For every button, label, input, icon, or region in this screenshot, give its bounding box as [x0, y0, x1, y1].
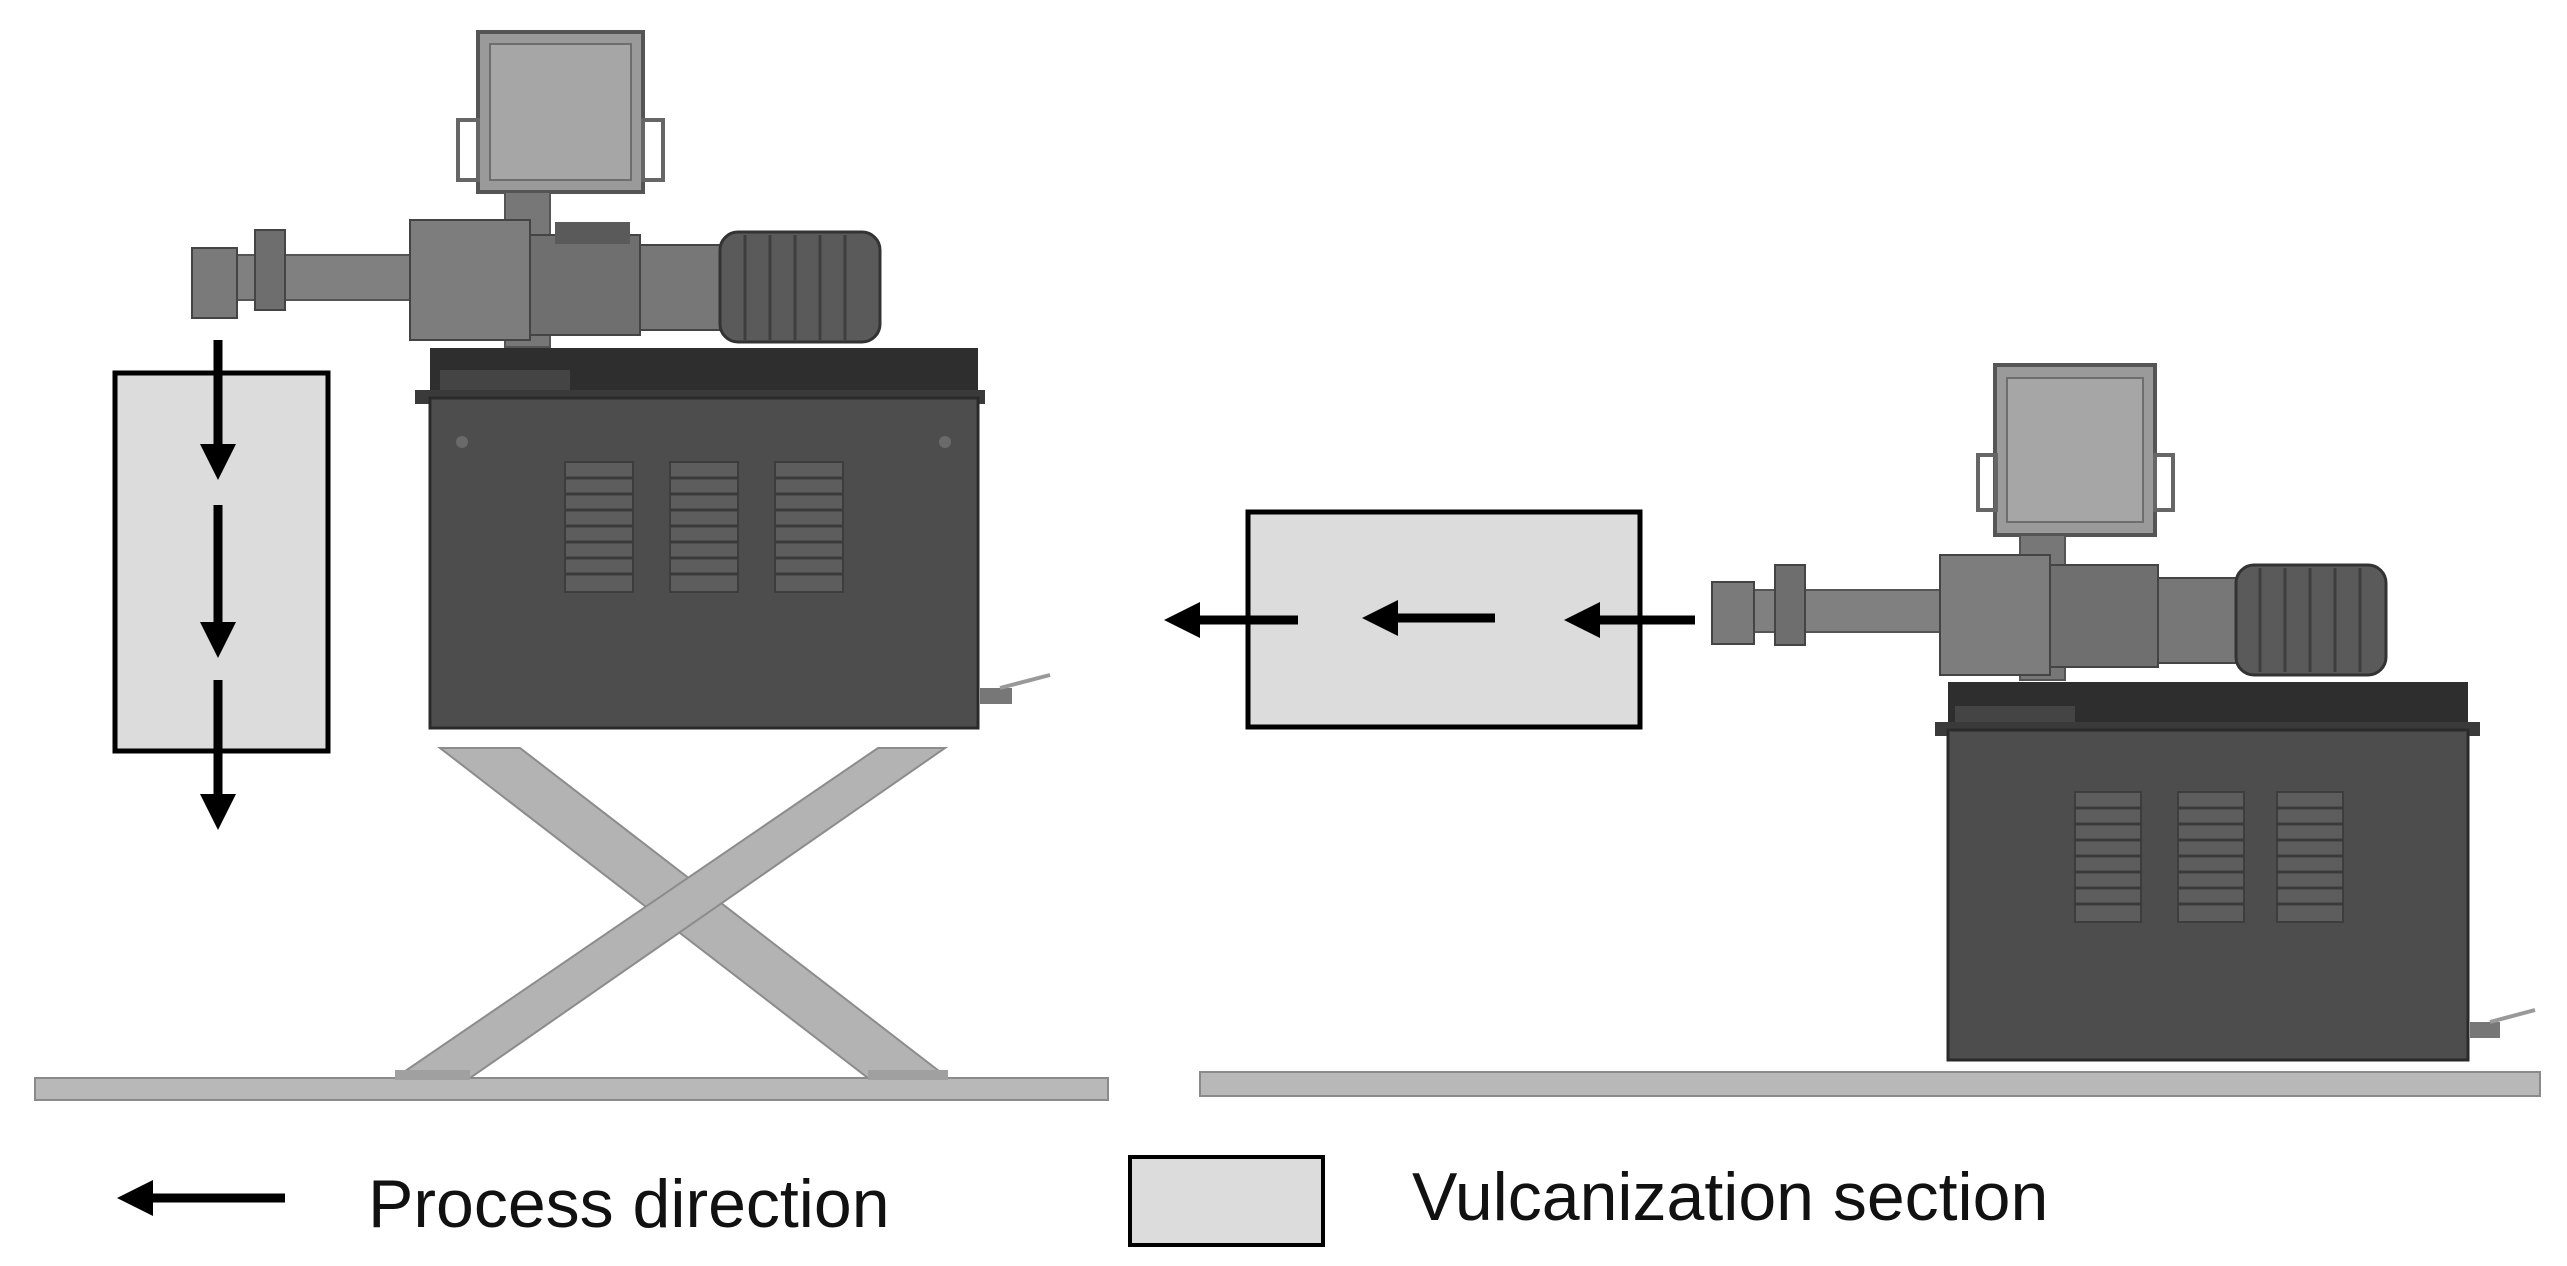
left-extruder: [191, 30, 882, 348]
right-machine-cabinet: [1935, 682, 2536, 1062]
right-extruder: [1711, 363, 2388, 681]
legend-vulcanization-section-label: Vulcanization section: [1412, 1159, 2049, 1235]
right-setup: [1164, 363, 2541, 1097]
left-machine-cabinet: [415, 348, 1051, 730]
motor-icon: [718, 230, 882, 344]
legend-process-direction-label: Process direction: [368, 1166, 890, 1242]
right-process-arrows: [1164, 600, 1695, 638]
motor-icon: [2234, 563, 2388, 677]
right-floor: [1199, 1071, 2541, 1097]
scissor-lift: [391, 747, 951, 1080]
legend: [117, 1155, 1325, 1247]
left-floor: [34, 1077, 1109, 1101]
vulcanization-section-swatch: [1128, 1155, 1325, 1247]
left-setup: [34, 30, 1109, 1101]
